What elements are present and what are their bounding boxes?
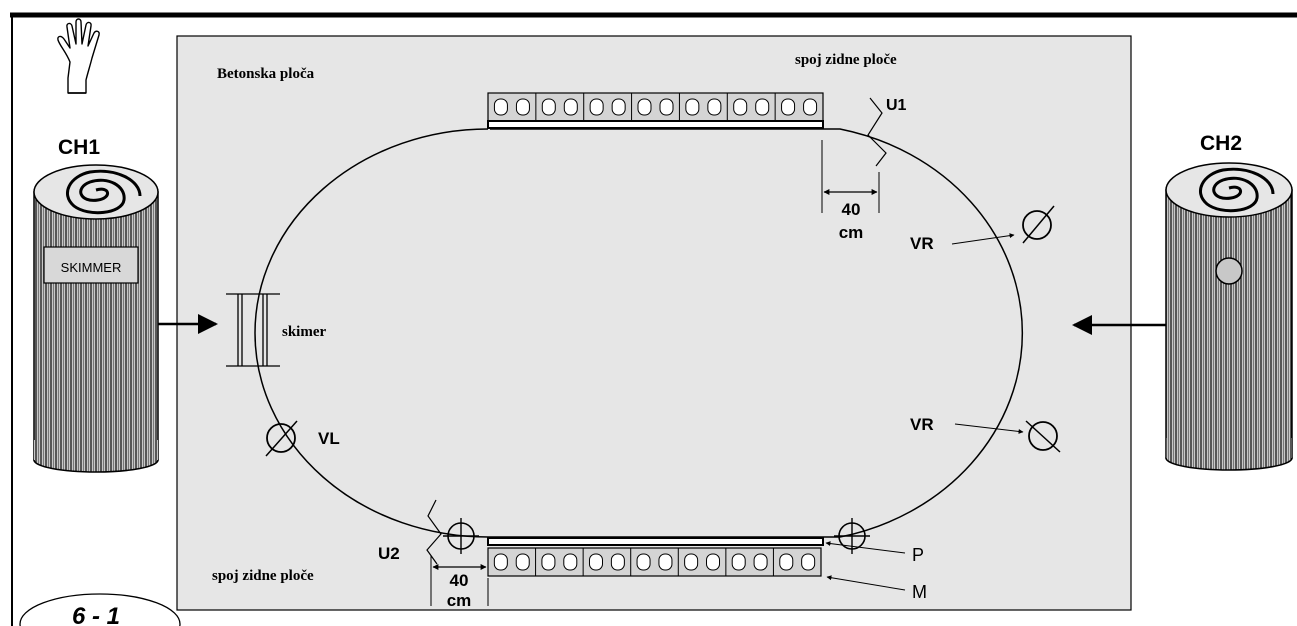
slab-label: Betonska ploča (217, 66, 315, 82)
u2-label: U2 (378, 544, 400, 563)
ch1-label: CH1 (58, 136, 100, 159)
wall-plate-bottom (487, 537, 824, 546)
dimension-top: 40 cm (821, 140, 880, 242)
skimmer (226, 293, 280, 367)
u1-break-symbol (867, 97, 887, 167)
vr-lower-label: VR (910, 415, 934, 434)
m-pointer (826, 575, 906, 591)
roll-icon (33, 164, 159, 473)
skimmer-label: skimer (282, 324, 327, 340)
valve-vl (265, 420, 298, 457)
valve-vr-lower (1025, 420, 1061, 453)
vr-upper-pointer (951, 233, 1015, 245)
inlet-bottom-right (834, 518, 870, 554)
hand-icon (57, 18, 100, 94)
figure-badge (19, 593, 181, 626)
svg-text:40: 40 (450, 571, 469, 590)
svg-text:cm: cm (839, 223, 864, 242)
figure-number: 6 - 1 (72, 603, 120, 626)
roll-icon-right (1165, 162, 1293, 471)
svg-text:cm: cm (447, 591, 472, 610)
p-pointer (825, 541, 906, 554)
dimension-bottom: 40 cm (430, 556, 489, 610)
skimmer-tag (43, 246, 139, 284)
u2-break-symbol (426, 499, 442, 565)
vr-lower-pointer (954, 423, 1024, 434)
valve-vr-upper (1022, 205, 1055, 244)
p-label: P (912, 545, 924, 565)
inlet-bottom-left (443, 518, 479, 554)
wall-joint-top-label: spoj zidne ploče (795, 52, 897, 68)
vr-upper-label: VR (910, 234, 934, 253)
inlet-hole (1215, 257, 1243, 285)
skimmer-tag-text: SKIMMER (61, 260, 122, 275)
m-label: M (912, 582, 927, 602)
svg-text:40: 40 (842, 200, 861, 219)
wall-blocks-bottom (487, 537, 824, 577)
vl-label: VL (318, 429, 340, 448)
wall-blocks-top (487, 92, 824, 129)
wall-joint-bottom-label: spoj zidne ploče (212, 568, 314, 584)
wall-plate-top (487, 120, 824, 129)
ch2-label: CH2 (1200, 132, 1242, 155)
u1-label: U1 (886, 97, 907, 114)
